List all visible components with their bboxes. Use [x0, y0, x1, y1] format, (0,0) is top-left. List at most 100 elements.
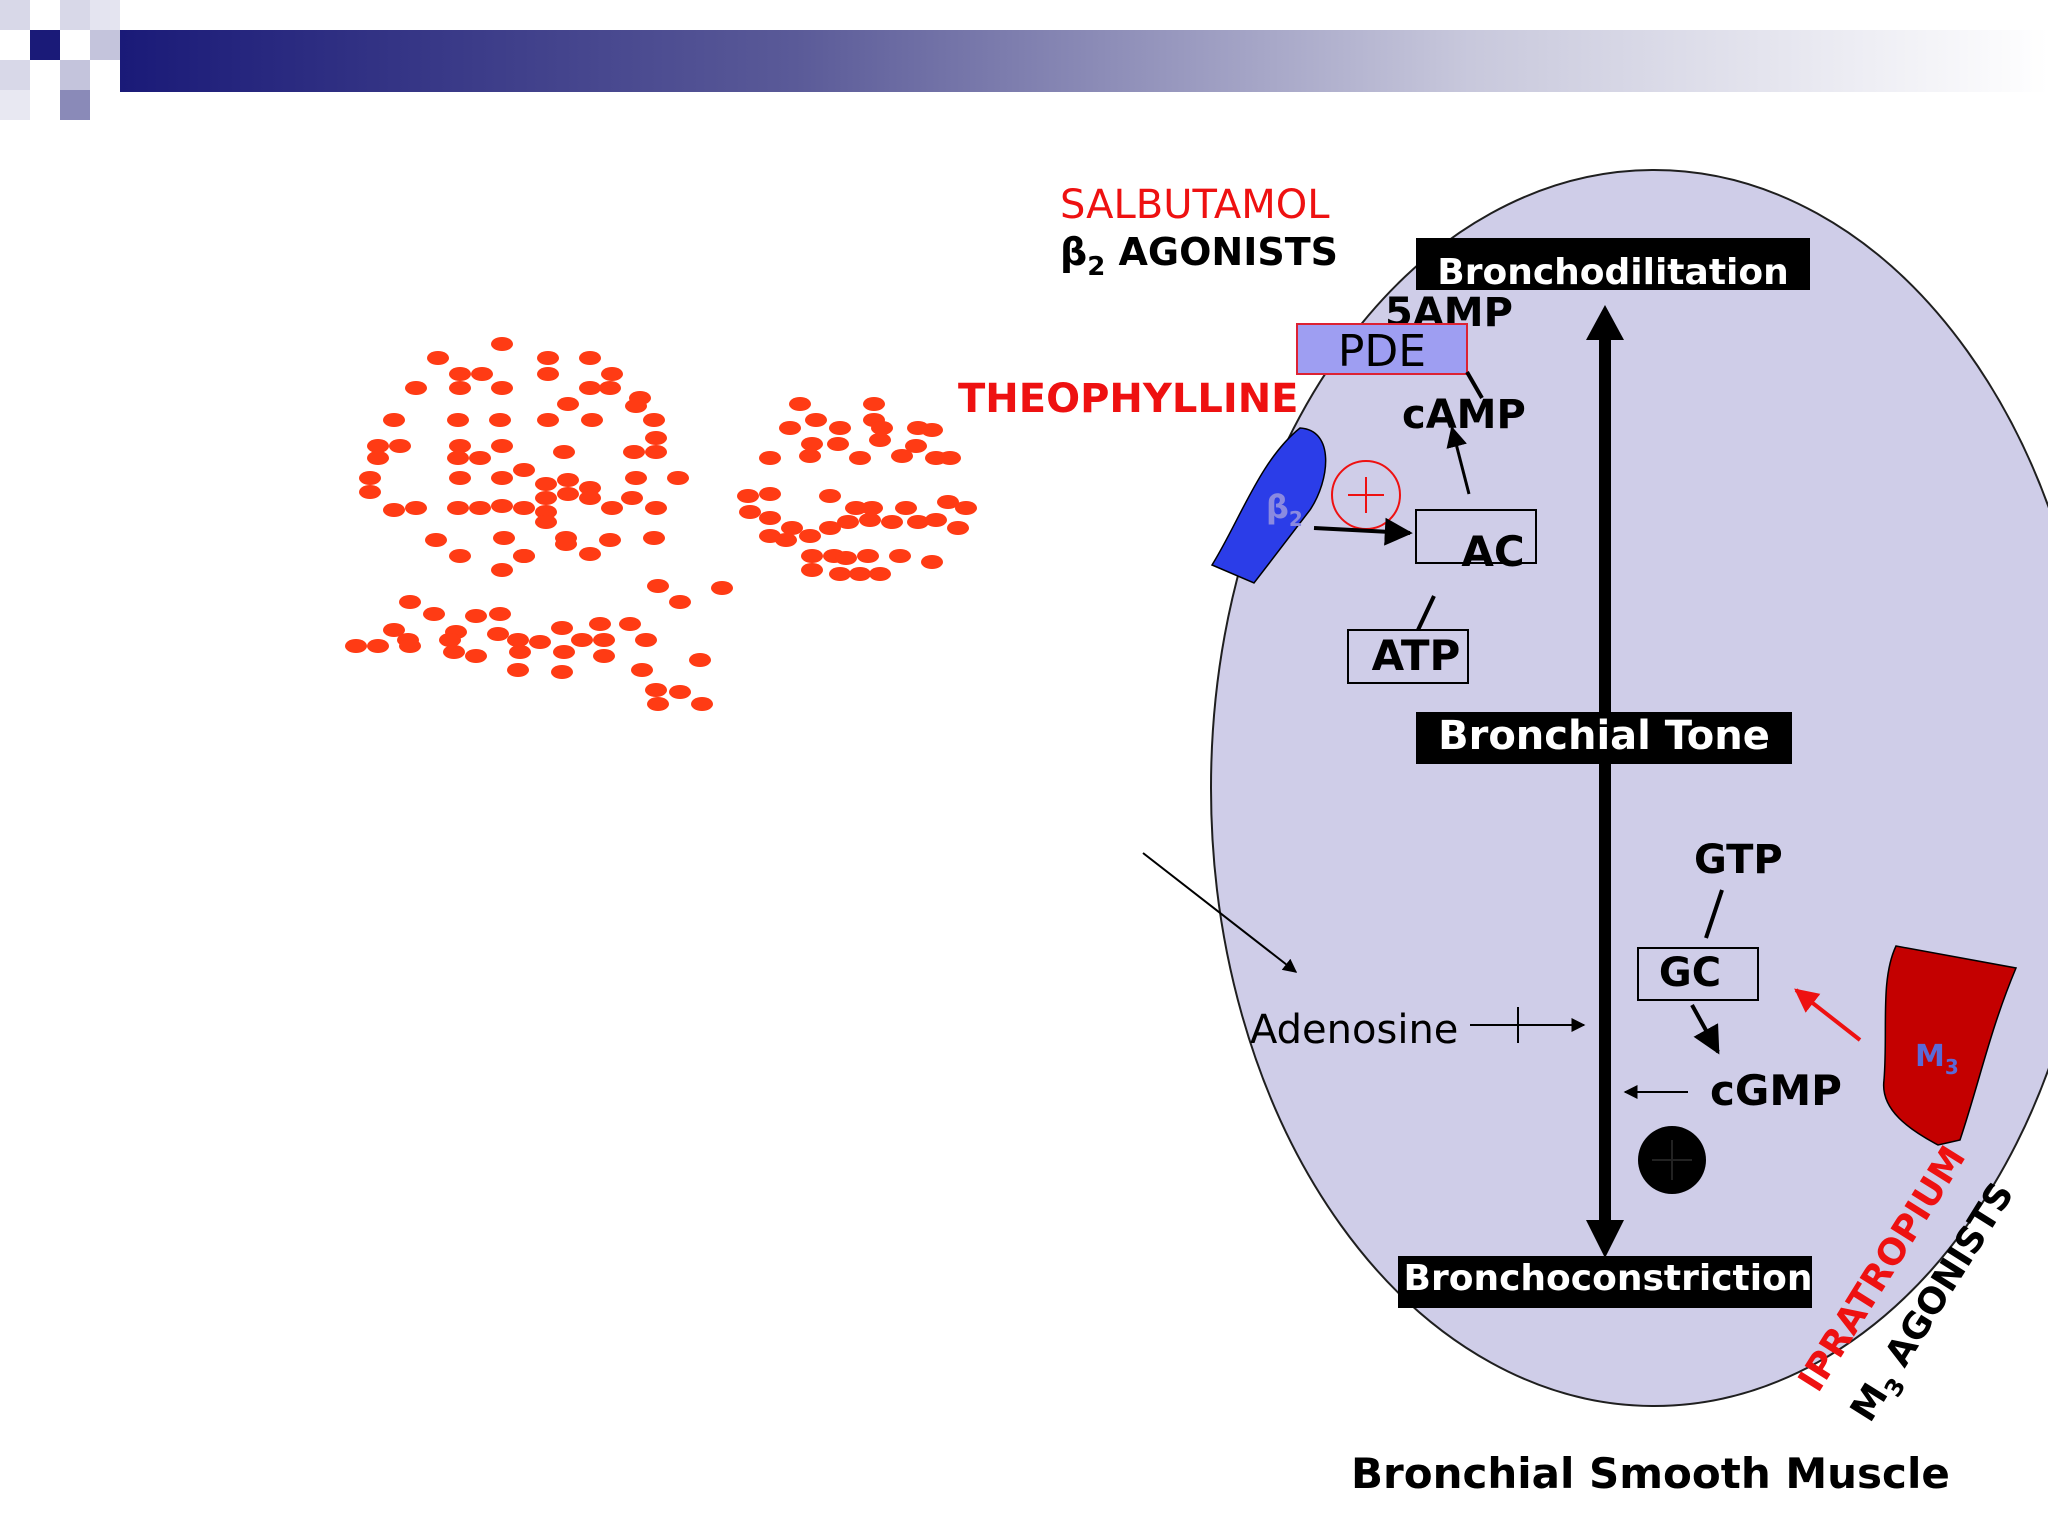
particle-dot: [905, 439, 927, 453]
particle-dot: [643, 531, 665, 545]
particle-dot: [535, 505, 557, 519]
external-to-adenosine-arrow: [1142, 852, 1298, 973]
m3-receptor: M3: [1883, 945, 2018, 1146]
particle-dot: [669, 595, 691, 609]
particle-dot: [781, 521, 803, 535]
particle-dot: [849, 451, 871, 465]
particle-dot: [759, 511, 781, 525]
particle-dot: [645, 445, 667, 459]
header-square: [0, 90, 30, 120]
gtp-label: GTP: [1694, 837, 1783, 883]
particle-dot: [805, 413, 827, 427]
particle-dot: [537, 367, 559, 381]
particle-dot: [507, 633, 529, 647]
particle-dot: [557, 487, 579, 501]
slide-header-decoration: [0, 0, 2048, 120]
particle-dot: [443, 645, 465, 659]
salbutamol-label: SALBUTAMOL: [1060, 182, 1330, 228]
particle-dot: [405, 381, 427, 395]
particle-dot: [367, 639, 389, 653]
diagram-footer-title: Bronchial Smooth Muscle: [1351, 1449, 1950, 1498]
particle-dot: [925, 513, 947, 527]
particle-dot: [593, 649, 615, 663]
header-gradient-bar: [120, 30, 2048, 92]
particle-dot: [557, 473, 579, 487]
particle-dot: [359, 485, 381, 499]
particle-dot: [759, 451, 781, 465]
header-square: [60, 0, 90, 30]
particle-dot: [447, 451, 469, 465]
particle-dot: [647, 697, 669, 711]
particle-dot: [623, 445, 645, 459]
particle-dot: [635, 633, 657, 647]
adenosine-label: Adenosine: [1250, 1007, 1458, 1053]
particle-dot: [737, 489, 759, 503]
m3-to-gc-arrow: [1794, 988, 1862, 1042]
particle-dot: [829, 421, 851, 435]
particle-dot: [427, 351, 449, 365]
receptor-to-ac-arrow: [1313, 517, 1413, 546]
particle-dot: [469, 501, 491, 515]
bronchoconstriction-box: Bronchoconstriction: [1398, 1256, 1812, 1308]
particle-dot: [599, 381, 621, 395]
particle-dot: [507, 663, 529, 677]
particle-dot: [861, 501, 883, 515]
bronchodilitation-box: Bronchodilitation: [1416, 238, 1810, 293]
particle-dot: [491, 381, 513, 395]
particle-dot: [621, 491, 643, 505]
gtp-gc-connector: [1704, 889, 1724, 939]
header-square: [0, 60, 30, 90]
particle-dot: [491, 439, 513, 453]
particle-dot: [799, 449, 821, 463]
header-square: [90, 30, 120, 60]
header-square: [0, 0, 30, 30]
particle-dot: [491, 563, 513, 577]
particle-dot: [555, 537, 577, 551]
particle-dot: [625, 399, 647, 413]
particle-dot: [739, 505, 761, 519]
particle-dot: [593, 633, 615, 647]
particle-dot: [601, 367, 623, 381]
particle-dot: [845, 501, 867, 515]
particle-dot: [837, 515, 859, 529]
particle-dot: [345, 639, 367, 653]
particle-dot: [759, 487, 781, 501]
particle-dot: [383, 623, 405, 637]
particle-dot: [711, 581, 733, 595]
particle-dot: [579, 481, 601, 495]
camp-label: cAMP: [1402, 392, 1526, 438]
particle-dot: [619, 617, 641, 631]
particle-dot: [439, 633, 461, 647]
particle-dot: [789, 397, 811, 411]
particle-dot: [645, 431, 667, 445]
particle-dot: [881, 515, 903, 529]
gc-to-cgmp-arrow: [1690, 1004, 1720, 1055]
ac-to-camp-arrow: [1446, 425, 1471, 495]
particle-dot: [449, 367, 471, 381]
particle-dot: [535, 491, 557, 505]
particle-dot: [425, 533, 447, 547]
atp-box: ATP: [1347, 629, 1469, 684]
particle-dot: [857, 549, 879, 563]
particle-dot: [535, 477, 557, 491]
header-square: [60, 60, 90, 90]
particle-dot: [799, 529, 821, 543]
particle-dot: [801, 437, 823, 451]
particle-dot: [491, 337, 513, 351]
beta2-receptor-label: β2: [1266, 488, 1303, 531]
particle-dot: [829, 567, 851, 581]
particle-dot: [447, 413, 469, 427]
beta2-agonists-label: β2 AGONISTS: [1060, 230, 1338, 282]
particle-dot: [889, 549, 911, 563]
particle-dot: [489, 607, 511, 621]
particle-dot: [947, 521, 969, 535]
particle-dot: [509, 645, 531, 659]
particle-dot: [489, 413, 511, 427]
particle-dot: [921, 423, 943, 437]
particle-dot: [869, 433, 891, 447]
particle-dot: [589, 617, 611, 631]
particle-dot: [579, 491, 601, 505]
particle-dot: [537, 413, 559, 427]
particle-dot: [601, 501, 623, 515]
